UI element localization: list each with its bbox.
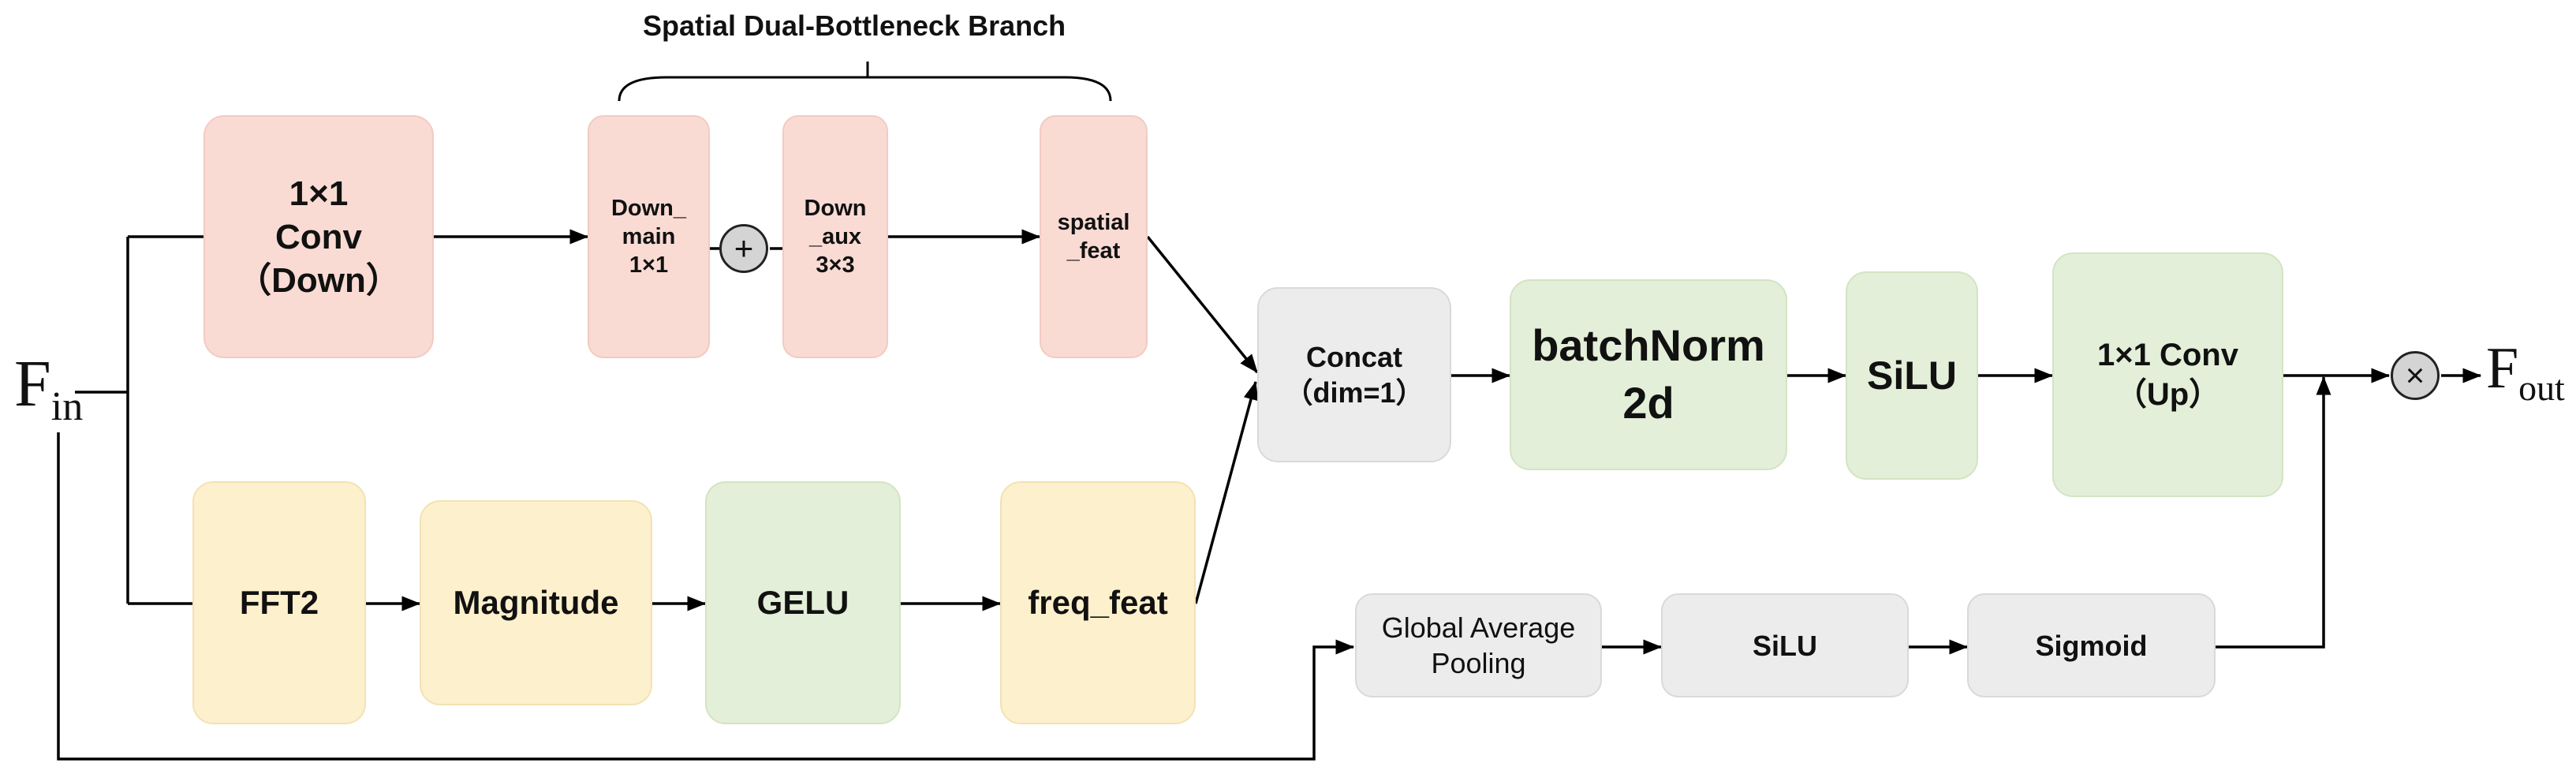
- gelu-block: GELU: [705, 481, 901, 724]
- down-aux-block: Down _aux 3×3: [782, 115, 888, 358]
- input-label: Fin: [14, 346, 83, 429]
- input-label-main: F: [14, 347, 51, 421]
- freq-feat-block: freq_feat: [1000, 481, 1196, 724]
- spatial-feat-block: spatial _feat: [1040, 115, 1148, 358]
- sigmoid-block: Sigmoid: [1967, 593, 2216, 697]
- magnitude-block: Magnitude: [420, 500, 652, 705]
- silu-gate-block: SiLU: [1661, 593, 1909, 697]
- multiply-operator-icon: ×: [2391, 351, 2440, 400]
- freq-to-concat: [1194, 380, 1259, 604]
- conv-down-block: 1×1 Conv （Down）: [203, 115, 434, 358]
- output-label-main: F: [2486, 336, 2519, 401]
- sigmoid-to-multiply: [2216, 376, 2331, 649]
- global-average-pooling-block: Global Average Pooling: [1355, 593, 1602, 697]
- batchnorm-block: batchNorm 2d: [1510, 279, 1787, 470]
- down-main-block: Down_ main 1×1: [588, 115, 710, 358]
- input-label-sub: in: [50, 383, 84, 429]
- output-label: Fout: [2486, 335, 2565, 408]
- silu-main-block: SiLU: [1846, 271, 1978, 480]
- branch-title: Spatial Dual-Bottleneck Branch: [643, 9, 1066, 42]
- conv-up-block: 1×1 Conv （Up）: [2052, 252, 2283, 497]
- fft2-block: FFT2: [192, 481, 366, 724]
- add-operator-icon: +: [719, 224, 768, 273]
- concat-block: Concat （dim=1）: [1257, 287, 1451, 462]
- branch-brace: [618, 62, 1112, 102]
- output-label-sub: out: [2518, 367, 2565, 408]
- skip-line: [57, 432, 1355, 761]
- spatial-to-concat: [1146, 235, 1259, 374]
